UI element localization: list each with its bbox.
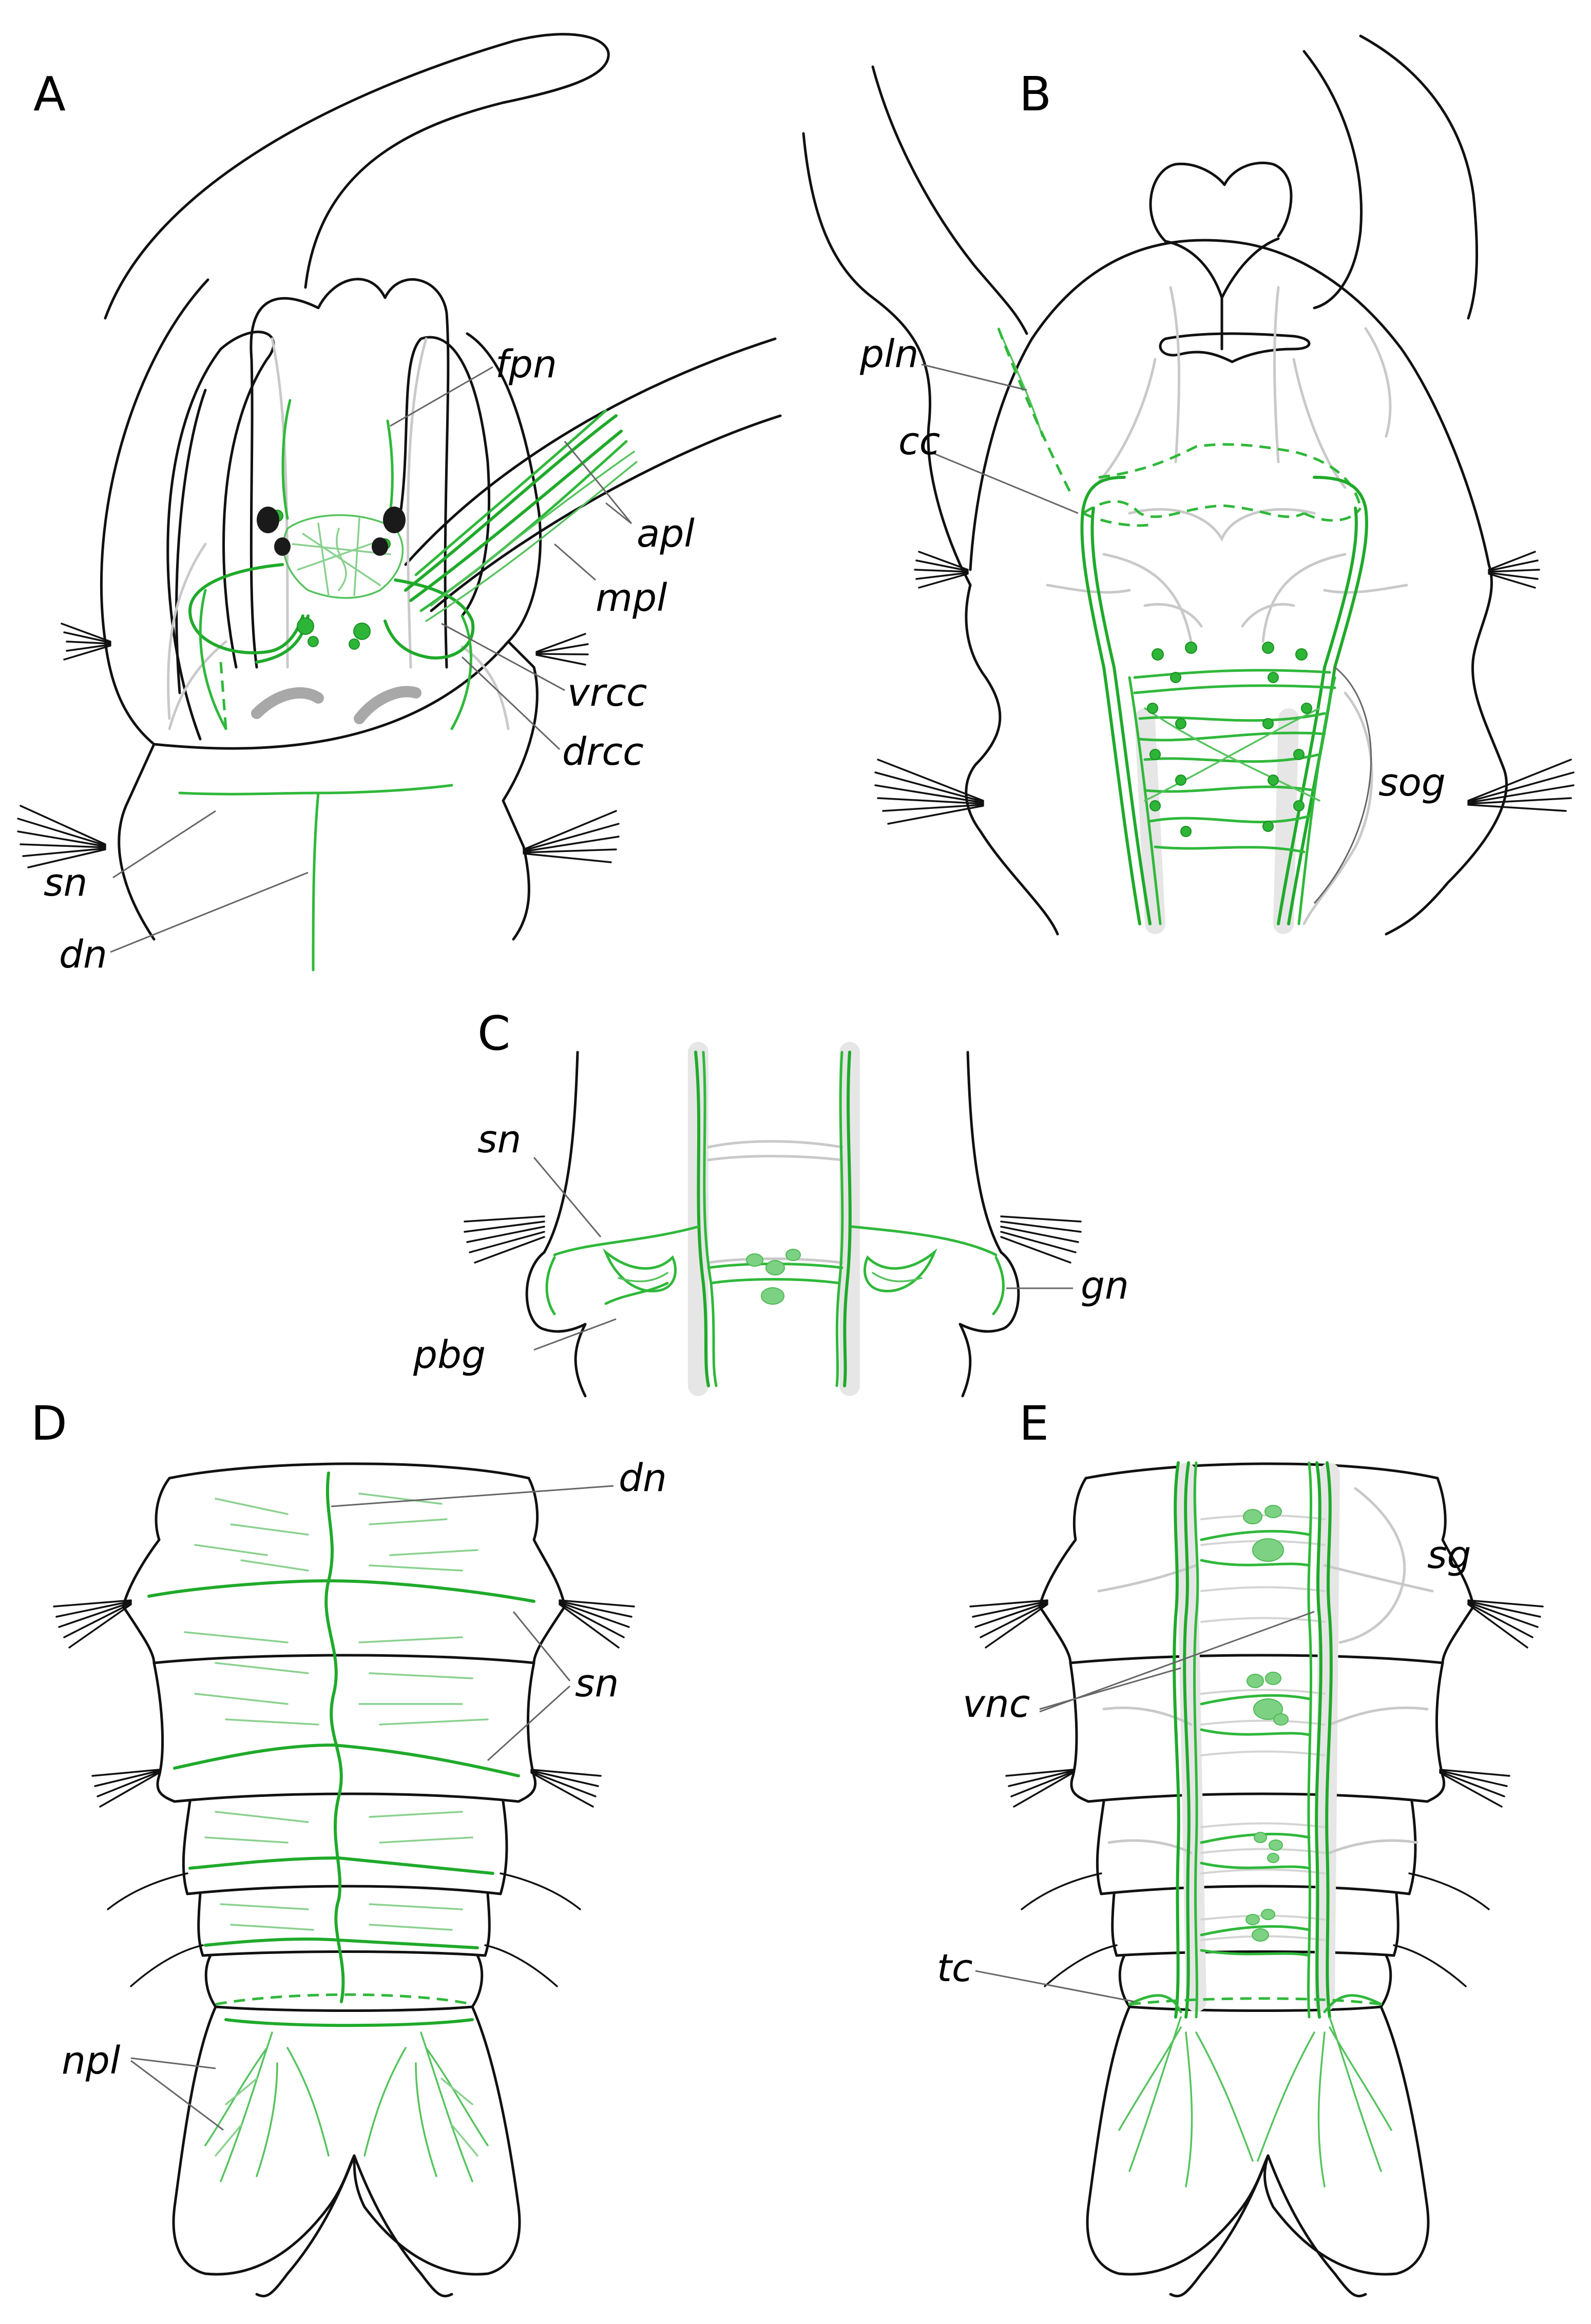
label-dn-d: dn bbox=[619, 1456, 667, 1500]
panel-b-chaetae bbox=[874, 551, 1575, 825]
panel-b-cns bbox=[997, 327, 1368, 925]
label-pln: pln bbox=[859, 332, 918, 376]
panel-d-outline bbox=[122, 1462, 566, 2298]
label-gn: gn bbox=[1081, 1264, 1129, 1308]
panel-e: E bbox=[937, 1396, 1544, 2298]
panel-c-outline bbox=[525, 1051, 1020, 1398]
panel-e-leaders bbox=[975, 1611, 1315, 2003]
panel-e-chaetae bbox=[969, 1599, 1544, 1987]
panel-c-grey bbox=[688, 1042, 860, 1396]
panel-a-leaders bbox=[110, 366, 632, 953]
label-mpl: mpl bbox=[596, 576, 667, 620]
label-sn-c: sn bbox=[477, 1117, 521, 1161]
label-dn-a: dn bbox=[59, 933, 107, 977]
label-sog: sog bbox=[1378, 761, 1446, 805]
panel-b-neurons bbox=[1147, 642, 1312, 837]
label-vrcc: vrcc bbox=[567, 671, 647, 715]
label-sn-d: sn bbox=[575, 1661, 619, 1706]
panel-b-letter: B bbox=[1019, 67, 1051, 122]
label-sn-a: sn bbox=[44, 861, 87, 905]
panel-a-head-outline bbox=[100, 33, 782, 941]
panel-a-chaetae bbox=[17, 623, 620, 868]
panel-c: C bbox=[413, 1006, 1129, 1398]
label-pbg: pbg bbox=[413, 1333, 486, 1377]
label-tc: tc bbox=[937, 1946, 973, 1990]
label-fpn: fpn bbox=[495, 342, 557, 386]
label-npl: npl bbox=[62, 2039, 121, 2083]
label-vnc: vnc bbox=[963, 1682, 1030, 1726]
panel-d: D bbox=[31, 1396, 667, 2298]
panel-e-neurons bbox=[1243, 1505, 1289, 1942]
panel-e-outline bbox=[1038, 1462, 1475, 2298]
panel-d-nerves bbox=[147, 1471, 535, 2182]
panel-c-chaetae bbox=[464, 1215, 1082, 1264]
panel-b-leaders bbox=[921, 363, 1372, 904]
panel-e-cns bbox=[1118, 1461, 1392, 2187]
panel-c-letter: C bbox=[477, 1006, 510, 1061]
label-cc: cc bbox=[898, 419, 940, 463]
panel-c-nerves bbox=[545, 1051, 1005, 1387]
panel-a: A bbox=[17, 33, 782, 977]
panel-b: B bbox=[802, 34, 1575, 936]
panel-a-brain-and-nerves bbox=[178, 399, 638, 972]
panel-a-grey-structures bbox=[167, 337, 510, 730]
panel-d-leaders bbox=[130, 1485, 614, 2131]
panel-e-letter: E bbox=[1019, 1396, 1049, 1451]
label-sg: sg bbox=[1427, 1533, 1471, 1577]
panel-d-letter: D bbox=[31, 1396, 67, 1451]
panel-a-letter: A bbox=[33, 67, 66, 122]
panel-c-leaders bbox=[533, 1157, 1073, 1351]
panel-b-head-outline bbox=[802, 34, 1508, 936]
panel-d-chaetae bbox=[53, 1599, 635, 1987]
label-apl: apl bbox=[637, 512, 695, 556]
label-drcc: drcc bbox=[562, 730, 644, 774]
